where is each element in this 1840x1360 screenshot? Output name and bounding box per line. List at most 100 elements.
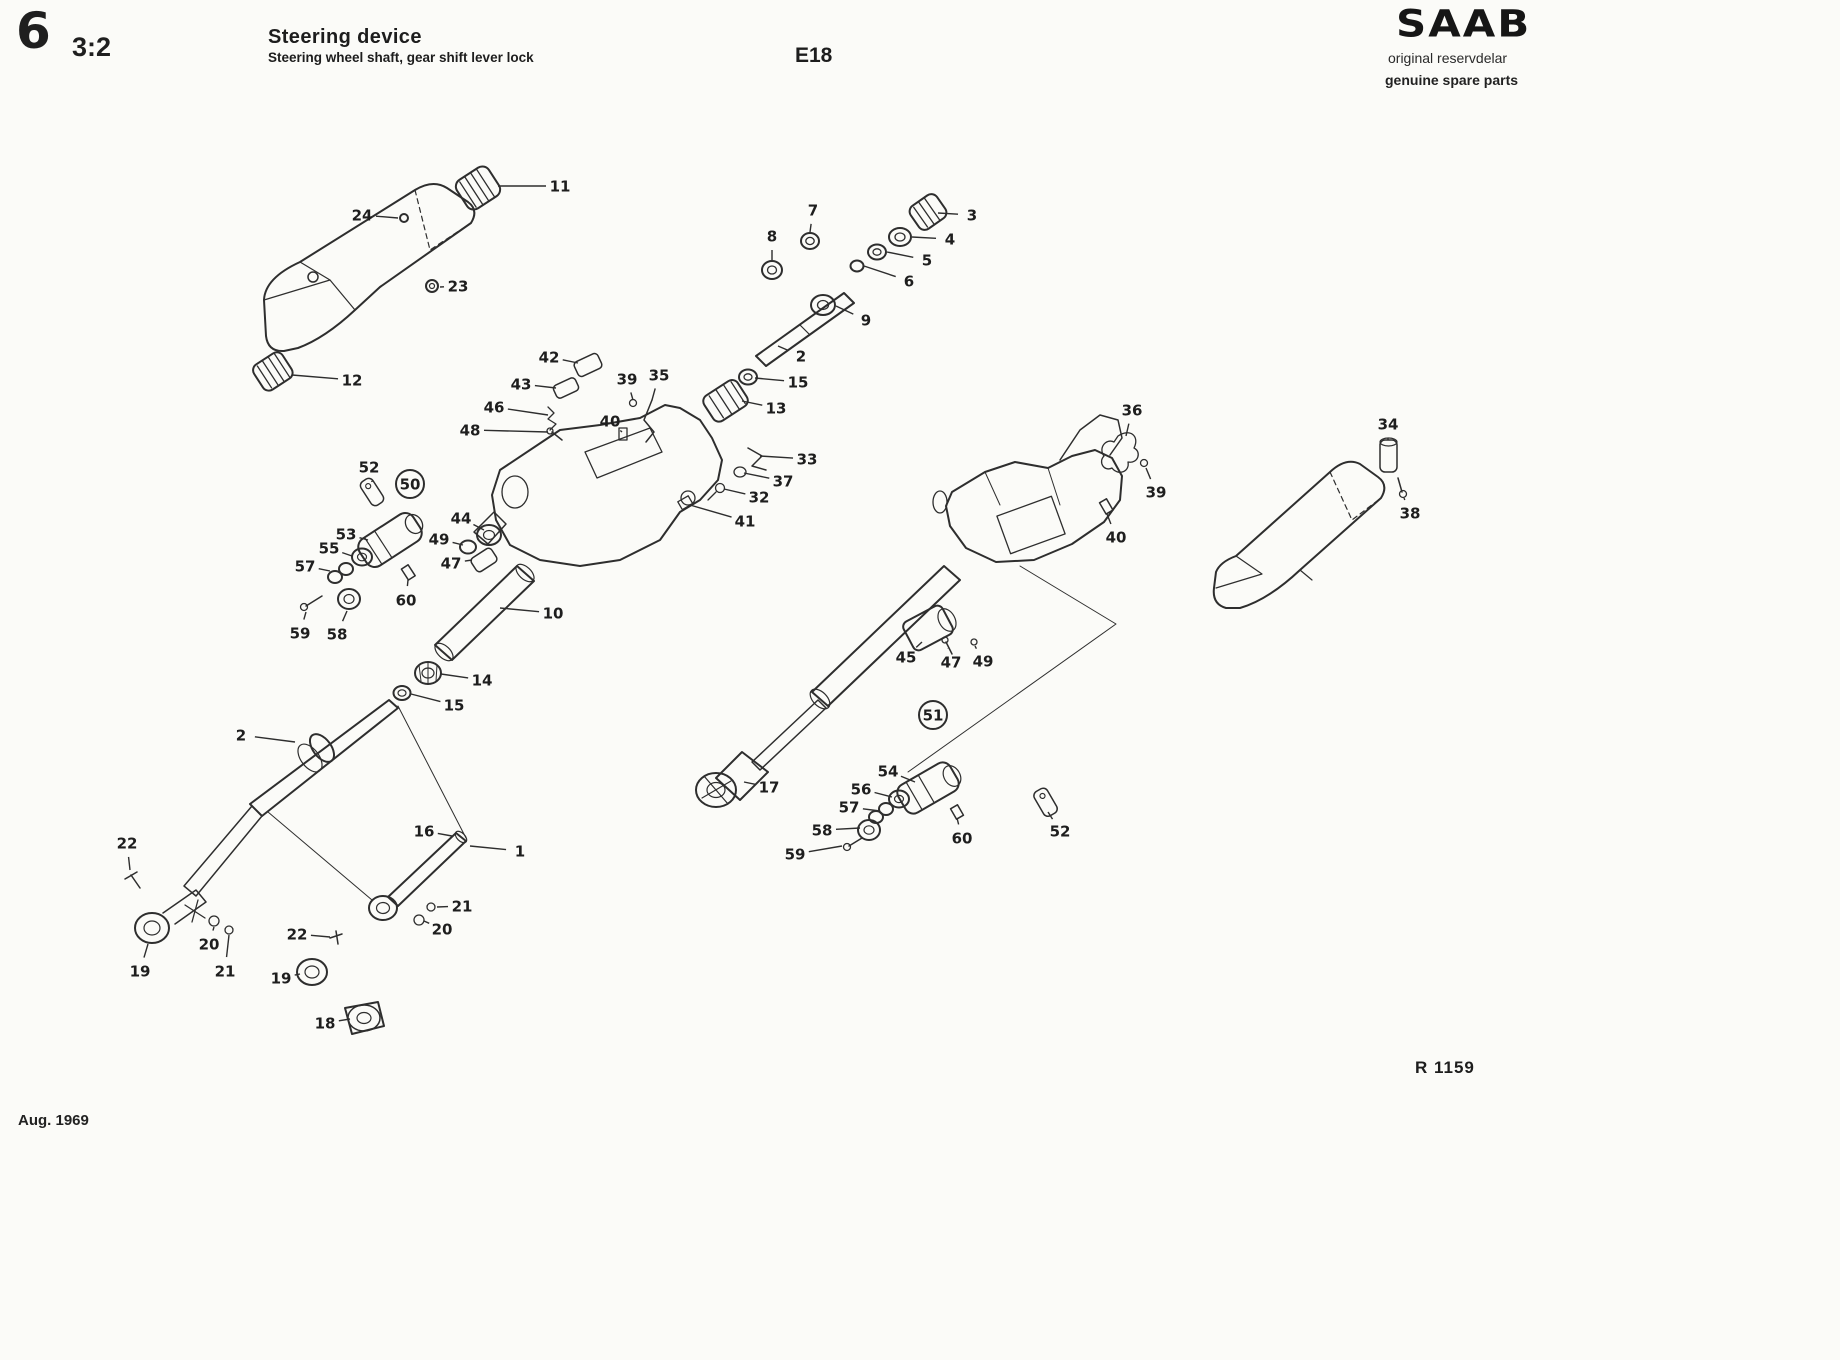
part-number-label: 11 xyxy=(550,178,571,196)
leader-line xyxy=(499,607,540,613)
leader-line xyxy=(874,791,893,798)
leader-line xyxy=(741,400,763,406)
part-number-label: 12 xyxy=(342,372,363,390)
part-number-label: 46 xyxy=(484,399,505,417)
leader-line xyxy=(440,673,469,679)
leader-line xyxy=(212,926,215,931)
knurled-cap-12 xyxy=(252,351,294,392)
part-number-label: 37 xyxy=(773,473,794,491)
bolt-22 xyxy=(124,871,141,889)
part-number-label: 9 xyxy=(861,312,871,330)
lower-steering-shaft xyxy=(124,699,468,1035)
part-number-label: 21 xyxy=(215,963,236,981)
group-reference-badge: 50 xyxy=(395,469,425,499)
gasket-36 xyxy=(1100,432,1139,473)
group-reference-badge: 51 xyxy=(918,700,948,730)
part-number-label: 59 xyxy=(290,625,311,643)
leader-line xyxy=(956,817,960,825)
leader-line xyxy=(127,856,131,871)
upper-shaft-2 xyxy=(755,292,855,367)
part-number-label: 18 xyxy=(315,1015,336,1033)
leader-line xyxy=(375,215,399,219)
part-number-label: 13 xyxy=(766,400,787,418)
svg-text:50: 50 xyxy=(400,476,421,494)
brand-tagline-swedish: original reservdelar xyxy=(1388,50,1508,66)
part-number-label: 1 xyxy=(515,843,525,861)
screw-24 xyxy=(399,213,409,223)
part-number-label: 59 xyxy=(785,846,806,864)
part-number-label: 15 xyxy=(444,697,465,715)
leader-line xyxy=(534,384,557,389)
leader-line xyxy=(464,559,473,562)
leader-line xyxy=(835,827,861,830)
leader-line xyxy=(863,265,896,278)
part-number-label: 39 xyxy=(1146,484,1167,502)
leader-line xyxy=(911,236,937,239)
leader-line xyxy=(1047,811,1054,820)
part-number-label: 14 xyxy=(472,672,493,690)
part-number-label: 60 xyxy=(396,592,417,610)
part-number-label: 60 xyxy=(952,830,973,848)
part-number-label: 23 xyxy=(448,278,469,296)
part-number-label: 57 xyxy=(295,558,316,576)
leader-line xyxy=(473,523,485,531)
leader-line xyxy=(254,736,296,743)
leader-line xyxy=(809,223,812,233)
part-number-label: 43 xyxy=(511,376,532,394)
part-number-label: 49 xyxy=(973,653,994,671)
part-number-label: 52 xyxy=(359,459,380,477)
leader-line xyxy=(406,579,409,587)
cap-3 xyxy=(908,193,948,231)
part-number-label: 40 xyxy=(600,413,621,431)
leader-line xyxy=(937,212,959,215)
key-blank-52-right xyxy=(1033,787,1058,818)
leader-line xyxy=(835,305,854,315)
leader-line xyxy=(143,943,149,958)
part-number-label: 38 xyxy=(1400,505,1421,523)
section-number: 6 xyxy=(16,2,51,60)
spring-46 xyxy=(547,406,557,431)
part-number-label: 41 xyxy=(735,513,756,531)
part-number-label: 22 xyxy=(287,926,308,944)
leader-line xyxy=(743,781,756,785)
brand-tagline-english: genuine spare parts xyxy=(1385,72,1519,88)
part-number-label: 20 xyxy=(432,921,453,939)
leader-line xyxy=(808,845,843,853)
lever-35 xyxy=(643,399,655,443)
part-number-label: 2 xyxy=(236,727,246,745)
part-number-label: 42 xyxy=(539,349,560,367)
right-column-assembly xyxy=(695,414,1149,852)
leader-line xyxy=(310,934,331,938)
drawing-reference: R 1159 xyxy=(1415,1058,1475,1077)
part-number-label: 39 xyxy=(617,371,638,389)
part-number-label: 44 xyxy=(451,510,472,528)
leader-line xyxy=(562,359,579,364)
leader-line xyxy=(886,251,914,258)
leader-line xyxy=(423,920,430,924)
leader-line xyxy=(723,488,746,495)
nut-23 xyxy=(425,279,439,293)
part-number-label: 47 xyxy=(941,654,962,672)
leader-line xyxy=(1106,513,1112,525)
leader-line xyxy=(410,693,441,703)
leader-line xyxy=(900,775,916,783)
part-number-label: 3 xyxy=(967,207,977,225)
part-number-label: 8 xyxy=(767,228,777,246)
upper-column-housing xyxy=(252,165,502,392)
leader-line xyxy=(743,472,770,479)
part-number-label: 45 xyxy=(896,649,917,667)
leader-line xyxy=(225,934,230,958)
part-number-label: 20 xyxy=(199,936,220,954)
leader-line xyxy=(294,973,301,976)
leader-line xyxy=(862,808,881,812)
part-number-label: 57 xyxy=(839,799,860,817)
leader-line xyxy=(338,1018,351,1022)
part-number-label: 52 xyxy=(1050,823,1071,841)
shift-rod-1 xyxy=(387,832,467,907)
part-number-label: 17 xyxy=(759,779,780,797)
part-number-label: 21 xyxy=(452,898,473,916)
part-number-label: 6 xyxy=(904,273,914,291)
part-number-label: 24 xyxy=(352,207,373,225)
